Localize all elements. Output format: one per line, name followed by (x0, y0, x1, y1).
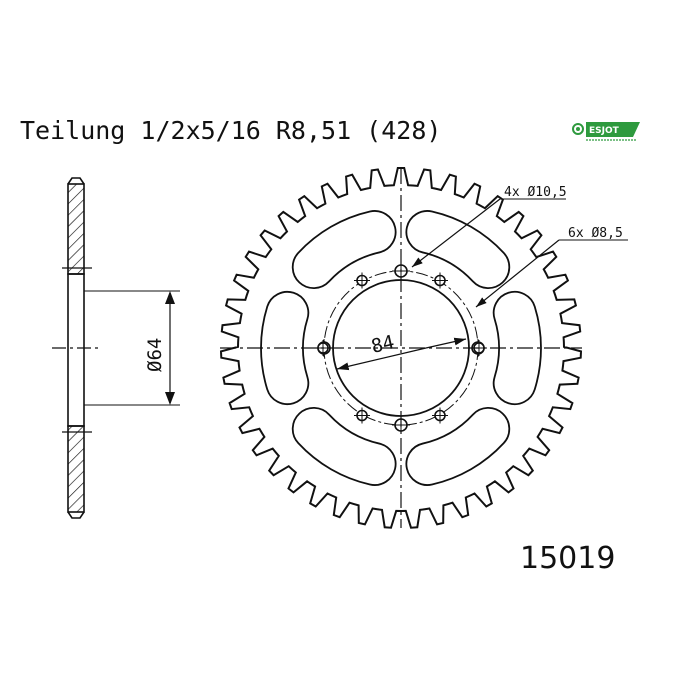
lightening-slot (492, 290, 542, 406)
front-view (219, 167, 583, 529)
part-number: 15019 (520, 541, 615, 576)
hole-callouts: 4x Ø10,5 6x Ø8,5 (411, 185, 628, 308)
bolt-circle-line (323, 270, 479, 426)
bolt-circle-label: 84 (369, 331, 396, 358)
lightening-slot (405, 210, 511, 290)
sprocket-teeth-outline (219, 167, 583, 529)
lightening-slot (291, 406, 397, 486)
inner-hole (432, 407, 448, 424)
logo-badge (586, 122, 640, 137)
holes-group (315, 262, 487, 434)
lightening-slot (260, 290, 310, 406)
lightening-slot (405, 406, 511, 486)
esjot-logo: ESJOT (572, 122, 640, 141)
inner-hole (354, 272, 370, 289)
inner-hole-callout: 6x Ø8,5 (568, 226, 623, 241)
gear-icon (572, 123, 584, 135)
lightening-slots (260, 210, 542, 486)
logo-brand: ESJOT (589, 126, 620, 136)
hub-diameter-label: Ø64 (144, 338, 166, 372)
inner-hole (432, 272, 448, 289)
inner-hole (354, 407, 370, 424)
bolt-circle-dimension: 84 (336, 331, 467, 371)
bolt-hole-callout: 4x Ø10,5 (504, 185, 567, 200)
lightening-slot (291, 210, 397, 290)
side-view: Ø64 (52, 177, 180, 519)
page-title: Teilung 1/2x5/16 R8,51 (428) (20, 116, 441, 145)
